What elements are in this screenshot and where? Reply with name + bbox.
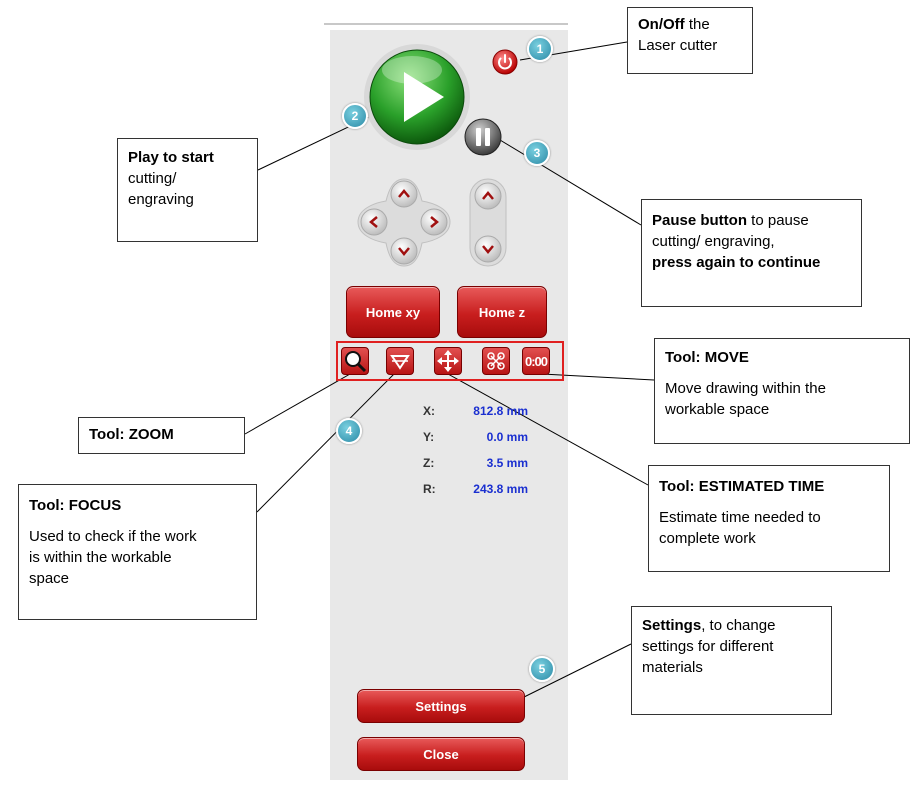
zoom-icon — [345, 351, 367, 373]
power-icon — [498, 54, 512, 70]
callout-play-line2: cutting/ — [128, 170, 177, 187]
pause-icon — [476, 128, 490, 146]
callout-focus-line1: Used to check if the work — [29, 528, 197, 545]
close-button[interactable]: Close — [357, 737, 525, 771]
callout-zoom-title: Tool: ZOOM — [89, 426, 174, 443]
pause-button[interactable] — [463, 117, 503, 157]
callout-zoom: Tool: ZOOM — [78, 417, 245, 454]
leader-pause — [499, 139, 642, 226]
callout-time-line2: complete work — [659, 530, 756, 547]
home-xy-button[interactable]: Home xy — [346, 286, 440, 338]
badge-5: 5 — [529, 656, 555, 682]
coord-label: Y: — [423, 430, 435, 444]
timer-icon: 0:00 — [524, 353, 548, 369]
coord-label: X: — [423, 404, 435, 418]
leader-time — [447, 373, 649, 486]
tool-bar-highlight — [336, 341, 564, 381]
arrow-up-icon — [398, 189, 410, 198]
badge-3: 3 — [524, 140, 550, 166]
callout-move: Tool: MOVE Move drawing within the worka… — [654, 338, 910, 444]
move-tool-button[interactable] — [434, 347, 462, 375]
callout-settings: Settings, to change settings for differe… — [631, 606, 832, 715]
route-icon — [487, 352, 505, 370]
callout-settings-rest: , to change — [701, 617, 776, 634]
callout-time-title: Tool: ESTIMATED TIME — [659, 478, 825, 495]
leader-zoom — [244, 373, 351, 435]
badge-4: 4 — [336, 418, 362, 444]
callout-move-line2: workable space — [665, 401, 770, 418]
jog-down-button[interactable] — [390, 237, 418, 265]
settings-button[interactable]: Settings — [357, 689, 525, 723]
callout-onoff-line2: Laser cutter — [638, 37, 718, 54]
callout-play: Play to start cutting/ engraving — [117, 138, 258, 242]
badge-2: 2 — [342, 103, 368, 129]
callout-focus-line3: space — [29, 570, 70, 587]
jog-left-button[interactable] — [360, 208, 388, 236]
callout-play-line3: engraving — [128, 191, 194, 208]
arrow-left-icon — [369, 216, 378, 228]
callout-onoff-rest: the — [684, 16, 710, 33]
callout-pause-line2: cutting/ engraving, — [652, 233, 775, 250]
leader-move — [541, 373, 655, 381]
coord-value: 812.8 mm — [473, 404, 528, 418]
coord-value: 243.8 mm — [473, 482, 528, 496]
arrow-down-icon — [398, 247, 410, 256]
estimated-time-tool-button[interactable]: 0:00 — [522, 347, 550, 375]
coord-label: R: — [423, 482, 436, 496]
arrow-right-icon — [430, 216, 439, 228]
callout-settings-line2: settings for different — [642, 638, 774, 655]
callout-pause-bold: Pause button — [652, 212, 748, 229]
jog-z-down-button[interactable] — [474, 235, 502, 263]
z-jog-pad — [469, 178, 507, 267]
coord-label: Z: — [423, 456, 435, 470]
callout-focus: Tool: FOCUS Used to check if the work is… — [18, 484, 257, 620]
callout-time-line1: Estimate time needed to — [659, 509, 821, 526]
move-icon — [437, 350, 459, 372]
callout-move-title: Tool: MOVE — [665, 349, 749, 366]
jog-z-up-button[interactable] — [474, 182, 502, 210]
arrow-down-icon — [482, 245, 494, 254]
route-tool-button[interactable] — [482, 347, 510, 375]
callout-move-line1: Move drawing within the — [665, 380, 826, 397]
jog-right-button[interactable] — [420, 208, 448, 236]
home-z-button[interactable]: Home z — [457, 286, 547, 338]
callout-onoff: On/Off the Laser cutter — [627, 7, 753, 74]
coord-value: 0.0 mm — [486, 430, 528, 444]
callout-pause-rest: to pause — [747, 212, 809, 229]
callout-focus-title: Tool: FOCUS — [29, 497, 122, 514]
callout-pause: Pause button to pause cutting/ engraving… — [641, 199, 862, 307]
callout-settings-line3: materials — [642, 659, 703, 676]
focus-icon — [390, 355, 410, 370]
power-button[interactable] — [491, 48, 519, 76]
callout-play-bold: Play to start — [128, 149, 214, 166]
arrow-up-icon — [482, 191, 494, 200]
jog-up-button[interactable] — [390, 180, 418, 208]
play-icon — [404, 72, 444, 122]
focus-tool-button[interactable] — [386, 347, 414, 375]
panel-top-border — [324, 23, 568, 25]
callout-focus-line2: is within the workable — [29, 549, 172, 566]
callout-onoff-bold: On/Off — [638, 16, 685, 33]
leader-settings — [513, 643, 632, 703]
play-button[interactable] — [362, 42, 472, 152]
zoom-tool-button[interactable] — [341, 347, 369, 375]
badge-1: 1 — [527, 36, 553, 62]
callout-pause-line3: press again to continue — [652, 254, 821, 271]
callout-time: Tool: ESTIMATED TIME Estimate time neede… — [648, 465, 890, 572]
callout-settings-bold: Settings — [642, 617, 702, 634]
xy-jog-pad — [357, 178, 451, 267]
leader-focus — [256, 373, 395, 513]
coord-value: 3.5 mm — [486, 456, 528, 470]
